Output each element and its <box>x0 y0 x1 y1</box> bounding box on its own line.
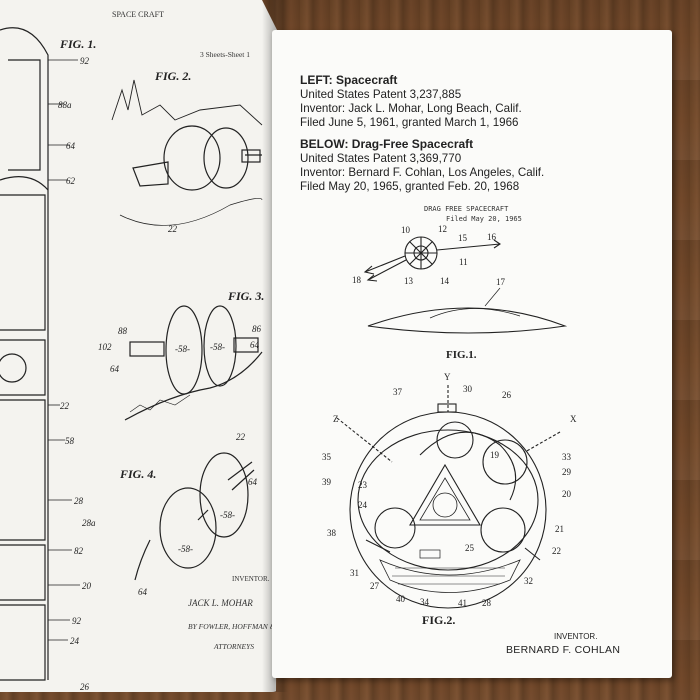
ref-number: 58 <box>65 436 75 446</box>
ref-number: 64 <box>66 141 76 151</box>
spacecraft-patent-drawing: FIG. 1. FIG. 2. FIG. 3. FIG. 4. 92 88a 6… <box>0 27 264 692</box>
ref-number: 28 <box>74 496 84 506</box>
left-attorney-firm: BY FOWLER, HOFFMAN & HURLEY <box>188 622 306 631</box>
left-entry-filed: Filed June 5, 1961, granted March 1, 196… <box>300 116 519 129</box>
fig2-number: X <box>570 414 577 424</box>
fig2-label: FIG.2. <box>422 613 455 627</box>
ref-number: 20 <box>82 581 92 591</box>
ref-number: 64 <box>110 364 120 374</box>
fig2-number: 30 <box>463 384 473 394</box>
left-book-page <box>0 0 282 692</box>
right-book-page <box>272 30 672 678</box>
left-entry-patent: United States Patent 3,237,885 <box>300 88 462 101</box>
fig2-number: 34 <box>420 597 430 607</box>
ref-number: 22 <box>236 432 246 442</box>
fig2-number: 38 <box>327 528 337 538</box>
ref-number: 92 <box>80 56 90 66</box>
ref-number: 88a <box>58 100 72 110</box>
right-inventor-name: BERNARD F. COHLAN <box>506 644 621 656</box>
fig1-number: 18 <box>352 275 362 285</box>
ref-number: -58- <box>220 510 235 520</box>
right-inventor-label: INVENTOR. <box>554 632 598 641</box>
fig2-number: 20 <box>562 489 572 499</box>
ref-number: 64 <box>250 340 260 350</box>
left-inventor-title: INVENTOR. <box>232 575 270 583</box>
fig2-number: 31 <box>350 568 359 578</box>
fig2-number: 40 <box>396 594 406 604</box>
drawing-header-title: DRAG FREE SPACECRAFT <box>424 205 509 213</box>
fig2-number: 22 <box>552 546 561 556</box>
ref-number: 86 <box>252 324 262 334</box>
ref-number: 26 <box>80 682 90 692</box>
fig2-number: 29 <box>562 467 572 477</box>
ref-number: 62 <box>66 176 76 186</box>
ref-number: 92 <box>72 616 82 626</box>
fig2-number: 28 <box>482 598 492 608</box>
ref-number: 88 <box>118 326 128 336</box>
ref-number: -58- <box>210 342 225 352</box>
fig2-number: 26 <box>502 390 512 400</box>
below-entry-patent: United States Patent 3,369,770 <box>300 152 462 165</box>
fig2-number: 35 <box>322 452 332 462</box>
left-entry-heading: LEFT: Spacecraft <box>300 73 398 87</box>
ref-number: -58- <box>175 344 190 354</box>
fig2-number: 33 <box>562 452 572 462</box>
fig2-number: 37 <box>393 387 403 397</box>
fig1-number: 11 <box>459 257 468 267</box>
fig1-number: 13 <box>404 276 414 286</box>
ref-number: 28a <box>82 518 96 528</box>
below-entry-inventor: Inventor: Bernard F. Cohlan, Los Angeles… <box>300 166 545 179</box>
ref-number: 102 <box>98 342 112 352</box>
fig1-number: 14 <box>440 276 450 286</box>
ref-number: 22 <box>168 224 178 234</box>
left-inventor-name: JACK L. MOHAR <box>188 598 253 608</box>
fig2-number: Z <box>333 414 339 424</box>
below-entry-filed: Filed May 20, 1965, granted Feb. 20, 196… <box>300 180 520 193</box>
ref-number: 82 <box>74 546 84 556</box>
fig2-number: 23 <box>358 480 368 490</box>
fig1-number: 15 <box>458 233 468 243</box>
below-entry-heading: BELOW: Drag-Free Spacecraft <box>300 137 474 151</box>
fig1-number: 17 <box>496 277 506 287</box>
ref-number: 64 <box>138 587 148 597</box>
left-attorneys-label: ATTORNEYS <box>214 642 255 651</box>
fig1-label: FIG.1. <box>446 349 477 361</box>
fig1-number: 16 <box>487 232 497 242</box>
fig2-number: 27 <box>370 581 380 591</box>
fig-2-label: FIG. 2. <box>154 69 191 83</box>
fig2-number: 41 <box>458 598 467 608</box>
fig-1-label: FIG. 1. <box>59 37 96 51</box>
fig2-number: 39 <box>322 477 332 487</box>
fig-4-label: FIG. 4. <box>119 467 156 481</box>
ref-number: 22 <box>60 401 70 411</box>
fig1-number: 12 <box>438 224 447 234</box>
fig1-number: 10 <box>401 225 411 235</box>
ref-number: 64 <box>248 477 258 487</box>
left-page-header: SPACE CRAFT <box>112 10 164 19</box>
ref-number: 24 <box>70 636 80 646</box>
fig2-number: 24 <box>358 500 368 510</box>
fig2-number: 19 <box>490 450 500 460</box>
fig2-number: 21 <box>555 524 564 534</box>
left-page-sheet-number: 3 Sheets-Sheet 1 <box>200 50 250 59</box>
left-entry-inventor: Inventor: Jack L. Mohar, Long Beach, Cal… <box>300 102 522 115</box>
fig2-number: Y <box>444 372 451 382</box>
drawing-header-filed: Filed May 20, 1965 <box>446 215 522 223</box>
fig2-number: 25 <box>465 543 475 553</box>
ref-number: -58- <box>178 544 193 554</box>
fig2-number: 32 <box>524 576 533 586</box>
fig-3-label: FIG. 3. <box>227 289 264 303</box>
